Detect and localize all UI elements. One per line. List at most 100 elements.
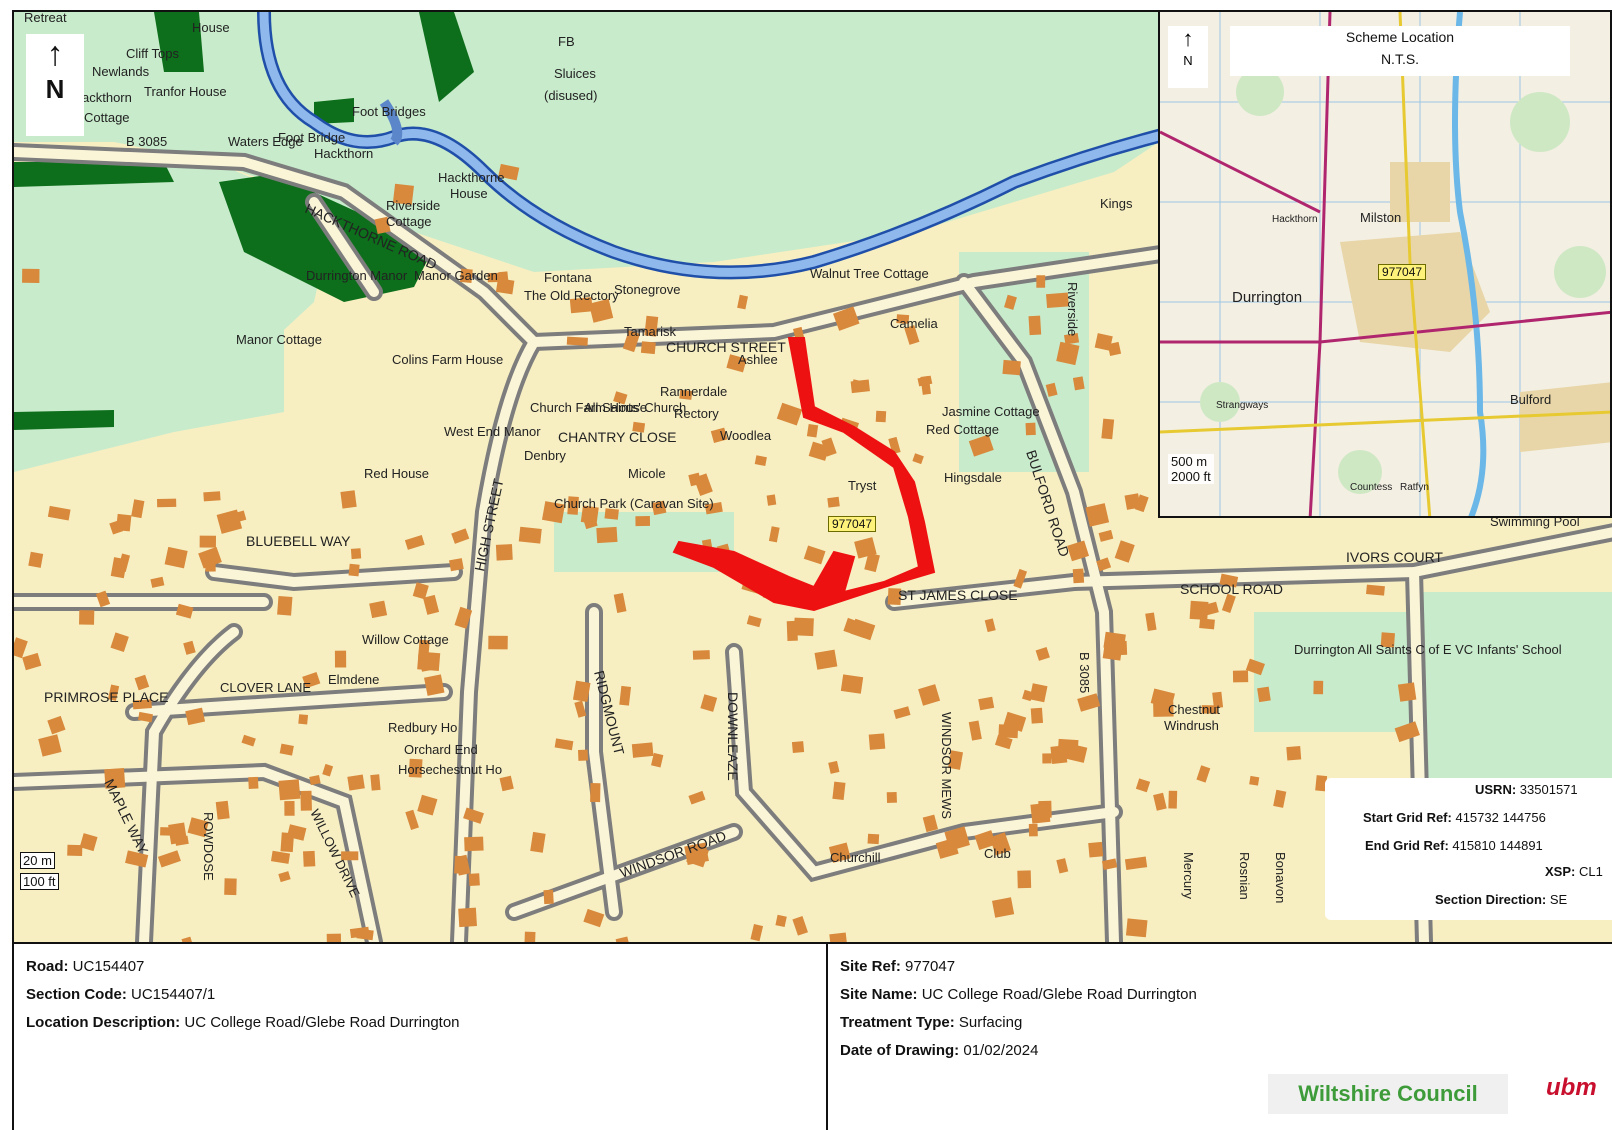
- map-label: Riverside: [1065, 282, 1080, 336]
- map-label: Fontana: [544, 270, 592, 285]
- building-footprint: [164, 546, 188, 569]
- building-footprint: [1153, 792, 1167, 811]
- building-footprint: [776, 402, 803, 426]
- building-footprint: [463, 807, 484, 824]
- building-footprint: [851, 379, 865, 390]
- building-footprint: [248, 776, 259, 789]
- map-label: Churchill: [830, 850, 881, 865]
- building-footprint: [613, 391, 628, 405]
- scale-bar: 20 m 100 ft: [20, 852, 59, 894]
- building-footprint: [806, 424, 819, 438]
- map-label: Camelia: [890, 316, 938, 331]
- road-label: Road:: [26, 958, 69, 975]
- site-ref-label: 977047: [828, 516, 877, 532]
- building-footprint: [566, 336, 588, 346]
- building-footprint: [688, 790, 706, 805]
- map-label: SCHOOL ROAD: [1180, 581, 1283, 597]
- map-label: ROWDOSE: [201, 812, 216, 881]
- building-footprint: [572, 680, 591, 703]
- site-ref-value: 977047: [905, 958, 956, 975]
- building-footprint: [524, 931, 536, 942]
- building-footprint: [326, 933, 342, 942]
- building-footprint: [631, 742, 654, 758]
- building-footprint: [198, 546, 222, 569]
- building-footprint: [67, 844, 83, 857]
- building-footprint: [1219, 573, 1239, 588]
- building-footprint: [405, 809, 419, 830]
- building-footprint: [279, 743, 294, 756]
- building-footprint: [518, 526, 542, 544]
- map-label: Church Park (Caravan Site): [554, 496, 714, 511]
- inset-site-label: 977047: [1378, 264, 1427, 280]
- building-footprint: [79, 833, 98, 852]
- building-footprint: [808, 441, 830, 461]
- direction-label: Section Direction:: [1435, 892, 1547, 907]
- building-footprint: [417, 651, 441, 671]
- building-footprint: [1002, 359, 1021, 376]
- map-label: Red Cottage: [926, 422, 999, 437]
- north-letter: N: [45, 74, 65, 104]
- building-footprint: [1124, 493, 1141, 510]
- building-footprint: [107, 684, 120, 701]
- building-footprint: [1196, 765, 1211, 783]
- map-label: ST JAMES CLOSE: [898, 587, 1018, 603]
- building-footprint: [79, 610, 95, 625]
- inset-label: Milston: [1360, 210, 1401, 225]
- building-footprint: [370, 774, 381, 791]
- map-label: Kings: [1100, 196, 1133, 211]
- building-footprint: [412, 582, 429, 600]
- inset-title: Scheme Location: [1345, 29, 1455, 45]
- building-footprint: [1096, 557, 1112, 572]
- map-label: PRIMROSE PLACE: [44, 689, 168, 705]
- inset-title-box: Scheme Location N.T.S.: [1230, 26, 1570, 76]
- building-footprint: [1004, 294, 1017, 310]
- map-label: House: [450, 186, 488, 201]
- building-footprint: [829, 932, 848, 942]
- building-footprint: [137, 711, 153, 723]
- building-footprint: [1189, 600, 1209, 621]
- map-label: Hackthorne: [438, 170, 504, 185]
- building-footprint: [417, 794, 438, 816]
- building-footprint: [1017, 870, 1032, 889]
- building-footprint: [984, 618, 996, 633]
- building-footprint: [746, 615, 762, 628]
- map-label: Newlands: [92, 64, 150, 79]
- map-label: IVORS COURT: [1346, 549, 1443, 565]
- building-footprint: [886, 791, 897, 803]
- building-footprint: [185, 707, 206, 726]
- partner-logo: ubm: [1546, 1074, 1597, 1101]
- building-footprint: [1042, 753, 1052, 764]
- map-label: Chestnut: [1168, 702, 1220, 717]
- building-footprint: [300, 790, 312, 811]
- section-info-box: USRN: 33501571 Start Grid Ref: 415732 14…: [1325, 778, 1612, 920]
- road-value: UC154407: [72, 958, 145, 975]
- section-code-label: Section Code:: [26, 986, 127, 1003]
- building-footprint: [392, 183, 414, 205]
- building-footprint: [922, 814, 939, 833]
- title-block-border: [14, 942, 1612, 944]
- building-footprint: [1028, 823, 1038, 837]
- north-arrow-icon: ↑: [1182, 26, 1194, 51]
- building-footprint: [322, 763, 334, 777]
- building-footprint: [341, 851, 359, 861]
- map-label: Manor Cottage: [236, 332, 322, 347]
- building-footprint: [117, 553, 131, 573]
- building-footprint: [622, 330, 641, 353]
- map-label: Durrington Manor: [306, 268, 408, 283]
- building-footprint: [498, 271, 510, 290]
- building-footprint: [994, 734, 1013, 750]
- building-footprint: [968, 720, 982, 741]
- building-footprint: [1056, 341, 1080, 366]
- xsp-value: CL1: [1578, 864, 1603, 879]
- building-footprint: [868, 733, 886, 750]
- inset-location-map[interactable]: Durrington Milston Bulford Hackthorn Str…: [1158, 10, 1612, 518]
- map-label: Denbry: [524, 448, 566, 463]
- building-footprint: [793, 617, 814, 637]
- building-footprint: [499, 775, 514, 792]
- building-footprint: [1022, 689, 1034, 702]
- building-footprint: [644, 315, 659, 337]
- building-footprint: [347, 774, 365, 791]
- map-label: Micole: [628, 466, 666, 481]
- map-label: Retreat: [24, 12, 67, 25]
